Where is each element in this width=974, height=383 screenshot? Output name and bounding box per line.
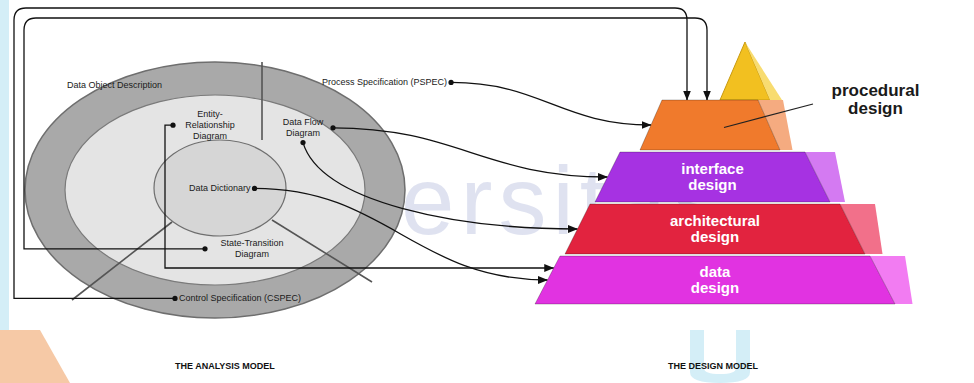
arrow-origin-dot xyxy=(252,186,257,191)
pyramid-layer: interface design xyxy=(595,152,860,202)
layer-name: architectural design xyxy=(660,213,770,245)
side-stripe xyxy=(0,0,9,330)
layer-text-stack: architectural design xyxy=(660,213,770,245)
leader-line xyxy=(724,104,813,128)
outer-ring xyxy=(25,62,405,318)
layer-front xyxy=(595,152,830,202)
model-part: Data Object Description xyxy=(65,79,164,92)
layer-text-stack: interface design xyxy=(663,161,763,193)
corner-shape xyxy=(0,330,70,383)
part-name: Data Dictionary xyxy=(189,183,251,194)
model-caption: THE ANALYSIS MODEL xyxy=(175,362,275,372)
part-name: Control Specification (CSPEC) xyxy=(179,293,301,304)
mapping-arrow xyxy=(333,128,608,177)
layer-front xyxy=(640,100,780,150)
model-part: Entity-Relationship Diagram xyxy=(175,108,245,142)
divider-line xyxy=(72,222,172,300)
mapping-arrow xyxy=(451,82,651,125)
middle-ring xyxy=(65,95,365,285)
layer-text-box: architectural design xyxy=(590,204,840,254)
arrow-origin-dot xyxy=(300,140,305,145)
model-part: Process Specification (PSPEC) xyxy=(320,76,449,89)
layer-text-box: interface design xyxy=(620,152,805,202)
layer-name: procedural design xyxy=(818,82,933,118)
mapping-arrow xyxy=(165,125,554,268)
logo-shape xyxy=(690,330,750,383)
layer-front xyxy=(565,204,865,254)
mapping-arrow xyxy=(14,8,687,298)
mapping-arrow xyxy=(303,143,578,229)
model-part: Control Specification (CSPEC) xyxy=(177,292,303,305)
arrow-origin-dot xyxy=(172,296,177,301)
arrow-origin-dot xyxy=(448,80,453,85)
tip-side xyxy=(745,42,782,100)
model-part: Data Dictionary xyxy=(187,182,253,195)
arrow-origin-dot xyxy=(170,123,175,128)
model-part: Data Flow Diagram xyxy=(275,116,331,140)
layer-text-box: data design xyxy=(560,256,870,304)
model-part: State-Transition Diagram xyxy=(207,237,297,261)
layer-shape xyxy=(640,100,805,150)
layer-text-box: procedural design xyxy=(818,82,933,118)
pyramid-layer: architectural design xyxy=(565,204,900,254)
part-name: Data Object Description xyxy=(67,80,162,91)
divider-line xyxy=(261,62,263,140)
part-name: Entity-Relationship Diagram xyxy=(177,109,243,141)
layer-text-stack: data design xyxy=(685,264,745,296)
part-name: Data Flow Diagram xyxy=(277,117,329,139)
layer-name: interface design xyxy=(663,161,763,193)
divider-line xyxy=(272,220,372,282)
model-caption: THE DESIGN MODEL xyxy=(668,362,758,372)
mapping-arrow xyxy=(255,188,548,280)
arrow-origin-dot xyxy=(202,246,207,251)
arrow-origin-dot xyxy=(330,125,335,130)
pyramid-layer: data design xyxy=(535,256,930,304)
part-name: State-Transition Diagram xyxy=(209,238,295,260)
inner-circle xyxy=(154,140,286,236)
layer-front xyxy=(535,256,895,304)
pyramid-layer: procedural design xyxy=(640,100,805,150)
layer-name: data design xyxy=(685,264,745,296)
part-name: Process Specification (PSPEC) xyxy=(322,77,447,88)
layer-text-stack: procedural design xyxy=(818,82,933,118)
